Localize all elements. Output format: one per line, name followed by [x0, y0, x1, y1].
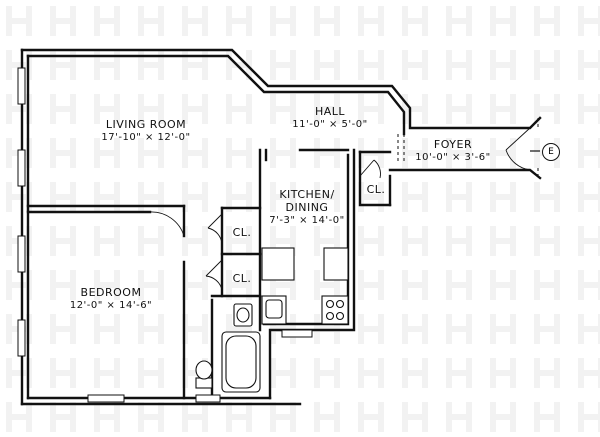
foyer-label: FOYER 10'-0" × 3'-6" [408, 138, 498, 164]
foyer-dimensions: 10'-0" × 3'-6" [415, 152, 491, 163]
kitchen-label: KITCHEN/ DINING 7'-3" × 14'-0" [262, 188, 352, 227]
living-room-label: LIVING ROOM 17'-10" × 12'-0" [86, 118, 206, 144]
bedroom-dimensions: 12'-0" × 14'-6" [69, 300, 153, 311]
foyer-name: FOYER [433, 138, 473, 151]
living-room-dimensions: 17'-10" × 12'-0" [101, 132, 191, 143]
hall-label: HALL 11'-0" × 5'-0" [280, 105, 380, 131]
interior-walls [26, 148, 392, 400]
closet-label-hall: CL. [366, 183, 386, 196]
living-room-name: LIVING ROOM [105, 118, 187, 131]
windows [17, 67, 313, 403]
exterior-walls [20, 48, 542, 406]
threshold-marks [397, 118, 539, 178]
kitchen-name-line2: DINING [285, 201, 329, 214]
bedroom-name: BEDROOM [80, 286, 142, 299]
hall-dimensions: 11'-0" × 5'-0" [292, 119, 368, 130]
closet-label-lower: CL. [232, 272, 252, 285]
door-swings [149, 127, 531, 291]
kitchen-name-line1: KITCHEN/ [279, 188, 335, 201]
bathroom-fixtures [195, 303, 261, 393]
entry-badge: E [542, 143, 560, 161]
kitchen-dimensions: 7'-3" × 14'-0" [269, 215, 345, 226]
kitchen-fixtures [261, 247, 349, 325]
bedroom-label: BEDROOM 12'-0" × 14'-6" [56, 286, 166, 312]
closet-label-upper: CL. [232, 226, 252, 239]
hall-name: HALL [314, 105, 346, 118]
